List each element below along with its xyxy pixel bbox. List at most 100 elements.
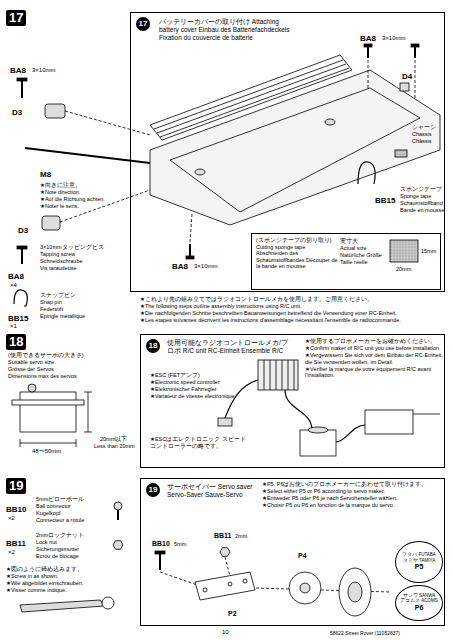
note-text: ★Confirm maker of R/C unit you use befor… xyxy=(305,345,443,352)
screw-head xyxy=(186,256,194,259)
step-heading: 使用可能なラジオコントロールメカ/プロポ R/C unit RC-Einheit… xyxy=(167,339,292,355)
cover-rib xyxy=(154,60,343,129)
leader-line xyxy=(190,214,192,242)
note-text: 3×10mm xyxy=(32,67,56,74)
dimension-tick xyxy=(20,439,21,447)
screw xyxy=(21,81,23,98)
connector-code: P6 xyxy=(415,604,424,612)
note-text: ★Wie abgebildet einschrauben. xyxy=(6,580,131,587)
note-text: Suitable servo size xyxy=(8,359,54,366)
servo xyxy=(20,392,76,432)
cover-rib xyxy=(160,68,349,137)
note-text: ★Les étapes suivantes décrivent les inst… xyxy=(140,317,445,324)
note-text: スナップピン xyxy=(40,292,76,299)
cover-rib xyxy=(157,64,346,133)
note-text: Châssis xyxy=(412,138,432,145)
connector-code: P5 xyxy=(415,563,424,571)
dimension-line xyxy=(88,392,89,432)
note-text: ★Auf die Richtung achten. xyxy=(40,196,105,203)
part-code: BA8 xyxy=(360,34,376,44)
screw-head xyxy=(364,44,372,47)
note-text: ★Vergewissern Sie sich vor dem Einbau de… xyxy=(305,352,443,365)
note-text: ★P5, P6はお使いのプロポメーカーにあわせて取り付けます。 xyxy=(262,481,442,488)
part-code: D3 xyxy=(12,108,22,118)
part-code: D3 xyxy=(18,226,28,236)
note-text: 5mmピローボール xyxy=(36,496,84,503)
note-text: ★Choisir P5 ou P6 en fonction de la marq… xyxy=(262,502,442,509)
note-text: Taille réelle xyxy=(340,259,368,266)
note-text: Ecrou de blocage xyxy=(36,553,79,560)
dimension-tick xyxy=(84,432,92,433)
note-text: 2mm xyxy=(235,533,247,540)
receiver xyxy=(365,410,413,434)
note-text: ★使用するプロポメーカーをお確かめください。 xyxy=(305,338,443,345)
sponge-actual-size xyxy=(390,240,418,262)
note-text: ★Elektronischer Fahrregler xyxy=(150,386,217,393)
note-text: ★Electronic speed controller xyxy=(150,379,220,386)
part-code: BA8 xyxy=(172,262,188,272)
note-text: Tapping screw xyxy=(40,251,75,258)
note-text: Grösse der Servos xyxy=(8,366,54,373)
note-text: 3×10mm xyxy=(382,35,406,42)
post xyxy=(325,119,335,125)
maker-circle: フタバ FUTABA タミヤ TAMIYAP5 xyxy=(395,541,443,583)
note-text: Chassis xyxy=(412,131,432,138)
note-text: Ball connector xyxy=(36,503,71,510)
part-code: P2 xyxy=(228,610,237,618)
servo-ears xyxy=(12,400,84,405)
note-text: ★ESCはエレクトロニック スピード コントローラーの略です。 xyxy=(150,436,250,449)
esc-fins xyxy=(264,360,294,390)
note-text: Natürliche Größe xyxy=(340,252,382,259)
leader-line xyxy=(368,60,369,88)
connector xyxy=(218,418,232,426)
spacer-d4 xyxy=(400,83,409,91)
part-code: M8 xyxy=(40,170,51,180)
part-code: BA8 xyxy=(8,272,24,282)
step-panel: バッテリーカバーの取り付け Attaching battery cover Ei… xyxy=(130,12,445,292)
note-text: Schneidschraube xyxy=(40,258,83,265)
spacer-d3 xyxy=(45,104,65,118)
leader-line xyxy=(415,60,416,100)
servo-horn xyxy=(308,427,328,433)
note-text: Less than 20mm xyxy=(94,443,135,450)
note-text: 3×10mm xyxy=(194,263,218,270)
note-text: ★Die nachfolgenden Schritte beschreiben … xyxy=(140,310,445,317)
note-text: Dimensions max des servos xyxy=(8,373,77,380)
ball-stem xyxy=(117,510,119,520)
note-text: 48〜50mm xyxy=(32,448,61,455)
note-text: Vis taraudeuse xyxy=(40,265,77,272)
screw-head xyxy=(17,78,27,81)
part-code: BB10 xyxy=(152,540,170,548)
wrench-head xyxy=(102,597,114,609)
spacer-d3 xyxy=(42,216,60,230)
note-text: Epingle métallique xyxy=(40,313,85,320)
note-text: 2mmロックナット xyxy=(36,532,84,539)
antenna xyxy=(413,414,440,415)
part-code: BB15 xyxy=(8,314,28,324)
screw xyxy=(189,244,191,256)
esc xyxy=(258,360,298,390)
note-text: ×4 xyxy=(10,282,17,289)
saver-disc-p4 xyxy=(289,572,321,604)
note-text: Kugelkopf xyxy=(36,510,60,517)
lock-nut xyxy=(220,548,230,557)
note-text: ×2 xyxy=(8,549,15,556)
note-text: Sponge tape xyxy=(400,193,431,200)
dimension-tick xyxy=(76,439,77,447)
note-text: Actual size xyxy=(340,245,367,252)
screw-head xyxy=(17,246,27,249)
part-code: BB10 xyxy=(6,505,26,515)
note-text: ×1 xyxy=(10,323,17,330)
leader-line xyxy=(225,557,230,576)
step-heading: サンワ SANWA アコムス ACOMS xyxy=(400,593,438,604)
dimension-tick xyxy=(84,392,92,393)
note-text: 3×10mmタッピングビス xyxy=(40,244,104,251)
note-text: Sicherungsmutter xyxy=(36,546,79,553)
note-text: ★向きに注意。 xyxy=(40,182,81,189)
step-number: 18 xyxy=(6,334,26,350)
note-text: ★The following steps outline assembly in… xyxy=(140,303,445,310)
screw xyxy=(414,47,416,58)
battery-cover xyxy=(150,55,352,140)
shaft-m8 xyxy=(25,148,150,163)
note-text: ★Visser comme indiqué. xyxy=(6,587,131,594)
